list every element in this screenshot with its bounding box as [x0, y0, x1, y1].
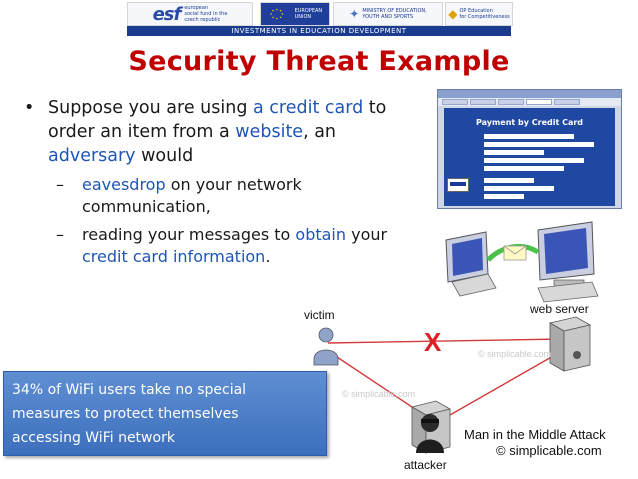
- watermark: © simplicable.com: [342, 389, 415, 399]
- callout-line: accessing WiFi network: [12, 430, 175, 446]
- bullet-text: .: [265, 247, 271, 266]
- highlighted-text: obtain: [295, 225, 347, 244]
- form-field: [484, 158, 584, 163]
- diagram-caption-title: Man in the Middle Attack: [464, 427, 606, 442]
- form-heading: Payment by Credit Card: [475, 118, 584, 127]
- callout-line: 34% of WiFi users take no special: [12, 382, 247, 398]
- form-tab: [526, 99, 552, 105]
- form-tabs: [438, 98, 621, 106]
- dash-marker: –: [56, 175, 64, 194]
- attacker-label: attacker: [404, 458, 447, 472]
- esf-tagline: european social fund in the czech republ…: [184, 5, 227, 23]
- op-label-line: OP Education: [459, 8, 493, 14]
- msmt-label-line: MINISTRY OF EDUCATION,: [362, 8, 427, 14]
- form-tab: [470, 99, 496, 105]
- callout-line: measures to protect themselves: [12, 406, 239, 422]
- investment-banner: INVESTMENTS IN EDUCATION DEVELOPMENT: [127, 26, 511, 36]
- msmt-logo: ✦ MINISTRY OF EDUCATION, YOUTH AND SPORT…: [333, 2, 443, 26]
- form-field: [484, 186, 554, 191]
- attacker-icon: [410, 400, 452, 454]
- bullet-list: Suppose you are using a credit card to o…: [22, 96, 392, 268]
- slide-title: Security Threat Example: [128, 46, 510, 77]
- esf-tagline-line: european: [184, 5, 209, 11]
- bullet-text: on your network communication,: [82, 175, 302, 216]
- highlighted-text: website: [235, 122, 304, 142]
- eu-label: EUROPEAN UNION: [294, 8, 323, 20]
- watermark: © simplicable.com: [478, 349, 551, 359]
- esf-tagline-line: social fund in the: [184, 11, 228, 17]
- highlighted-text: adversary: [48, 146, 136, 166]
- bullet-text: would: [135, 146, 194, 166]
- victim-attacker-line: [327, 350, 425, 416]
- highlighted-text: credit card information: [82, 247, 266, 266]
- op-logo-icon: ◆: [448, 7, 458, 21]
- form-titlebar: [438, 90, 621, 98]
- form-tab: [442, 99, 468, 105]
- sub-bullet-list: –eavesdrop on your network communication…: [56, 174, 392, 268]
- victim-label: victim: [304, 308, 335, 322]
- msmt-label-line: YOUTH AND SPORTS: [362, 14, 414, 20]
- bullet-text: , an: [303, 122, 337, 142]
- form-field: [484, 142, 594, 147]
- web-server-label: web server: [529, 303, 589, 316]
- credit-card-icon: [447, 178, 469, 192]
- sub-bullet: –reading your messages to obtain your cr…: [56, 224, 392, 268]
- form-field: [484, 178, 534, 183]
- direct-connection-line: [327, 338, 563, 344]
- mitm-diagram: victim web server attacker X © simplicab…: [304, 303, 606, 472]
- bullet-text: reading your messages to: [82, 225, 296, 244]
- msmt-logo-icon: ✦: [349, 7, 360, 21]
- form-panel: Payment by Credit Card: [444, 108, 615, 206]
- msmt-label: MINISTRY OF EDUCATION, YOUTH AND SPORTS: [362, 8, 426, 20]
- op-logo: ◆ OP Education for Competitiveness: [445, 2, 513, 26]
- form-field: [484, 134, 574, 139]
- form-field: [484, 150, 544, 155]
- dash-marker: –: [56, 225, 64, 244]
- bullet-text: Suppose you are using: [48, 98, 253, 118]
- payment-form-screenshot: Payment by Credit Card: [437, 89, 622, 209]
- esf-logo-mark: esf: [152, 3, 182, 25]
- eu-logo: EUROPEAN UNION: [260, 2, 330, 26]
- diagram-caption-credit: © simplicable.com: [496, 443, 602, 458]
- blocked-mark: X: [424, 327, 442, 357]
- op-label-line: for Competitiveness: [459, 14, 510, 20]
- wifi-stat-callout: 34% of WiFi users take no special measur…: [3, 371, 327, 456]
- attacker-server-line: [449, 350, 563, 416]
- main-bullet: Suppose you are using a credit card to o…: [22, 96, 392, 168]
- sub-bullet: –eavesdrop on your network communication…: [56, 174, 392, 218]
- esf-logo: esf european social fund in the czech re…: [127, 2, 253, 26]
- form-tab: [498, 99, 524, 105]
- esf-tagline-line: czech republic: [184, 17, 221, 23]
- highlighted-text: a credit card: [252, 98, 364, 118]
- form-field: [484, 194, 524, 199]
- web-server-icon: [548, 316, 592, 372]
- logo-strip: esf european social fund in the czech re…: [0, 0, 638, 38]
- op-label: OP Education for Competitiveness: [459, 8, 509, 20]
- highlighted-text: eavesdrop: [82, 175, 166, 194]
- networked-computers-icon: [445, 221, 599, 303]
- form-tab: [554, 99, 580, 105]
- bullet-text: to order an item from a: [48, 98, 387, 142]
- victim-icon: [313, 327, 339, 366]
- form-field: [484, 166, 564, 171]
- bullet-text: your: [346, 225, 388, 244]
- eu-stars-icon: [270, 8, 284, 20]
